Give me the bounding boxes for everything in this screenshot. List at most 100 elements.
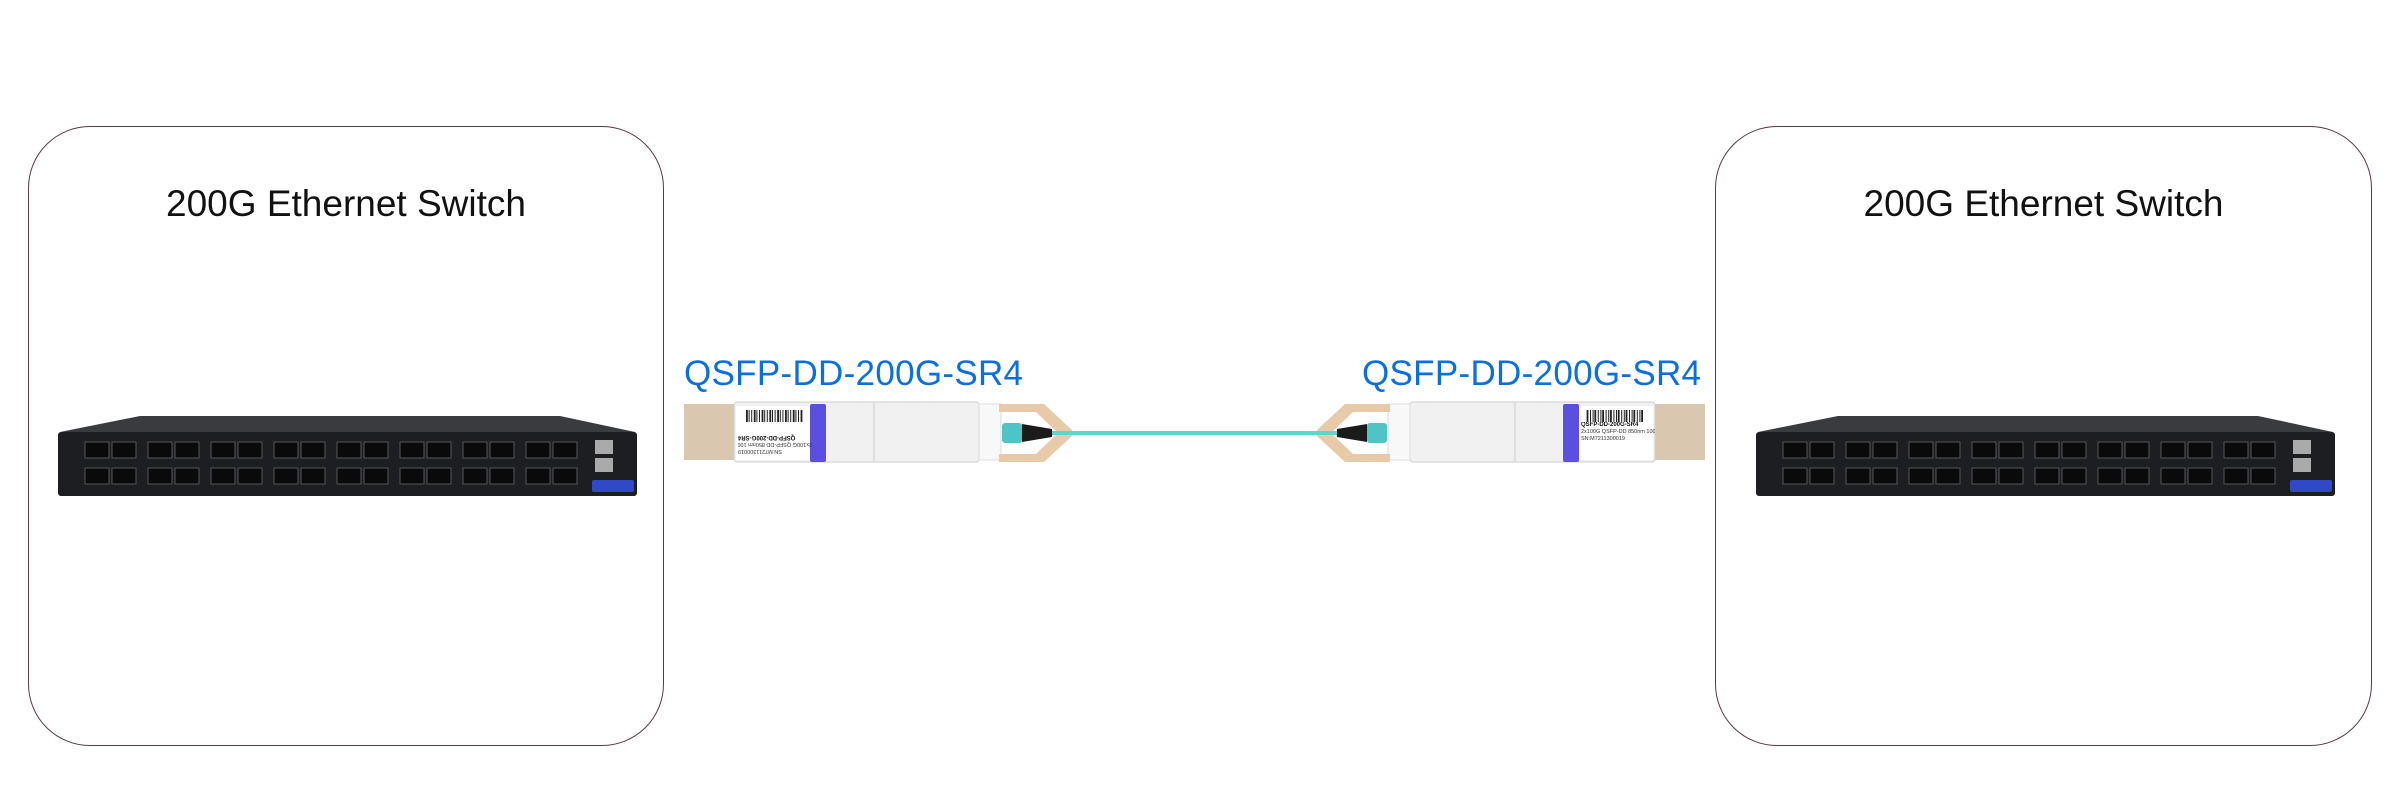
switch-port <box>426 441 452 459</box>
right-module-label: QSFP-DD-200G-SR4 <box>1362 354 1702 393</box>
right-switch-image <box>1756 416 2335 496</box>
barcode-bar <box>751 410 753 422</box>
switch-port <box>2061 467 2087 485</box>
left-switch-title: 200G Ethernet Switch <box>166 183 526 224</box>
switch-port <box>111 467 137 485</box>
right-transceiver <box>1305 401 1705 463</box>
barcode-bar <box>766 410 768 422</box>
barcode-bar <box>1629 410 1630 422</box>
barcode-bar <box>772 410 773 422</box>
switch-port <box>462 441 488 459</box>
barcode-bar <box>764 410 766 422</box>
barcode-bar <box>795 410 797 422</box>
left-transceiver <box>684 401 1084 463</box>
switch-top-panel <box>60 416 635 432</box>
switch-port <box>1845 467 1871 485</box>
switch-port <box>1872 441 1898 459</box>
switch-port <box>489 441 515 459</box>
fiber-cable <box>1070 431 1315 435</box>
barcode-bar <box>774 410 776 422</box>
switch-port <box>237 467 263 485</box>
barcode-bar <box>800 410 803 422</box>
barcode-bar <box>756 410 758 422</box>
switch-port <box>2250 467 2276 485</box>
switch-port <box>1809 441 1835 459</box>
barcode-bar <box>759 410 760 422</box>
cable-boot <box>1022 424 1052 442</box>
barcode-bar <box>1636 410 1638 422</box>
pull-tab <box>1317 404 1390 462</box>
switch-port <box>1935 441 1961 459</box>
barcode-bar <box>1586 410 1589 422</box>
switch-console-port <box>2293 458 2311 472</box>
barcode-bar <box>1616 410 1617 422</box>
left-module-label: QSFP-DD-200G-SR4 <box>684 354 1024 393</box>
switch-port <box>84 441 110 459</box>
barcode-bar <box>1617 410 1620 422</box>
switch-port <box>273 467 299 485</box>
cable-boot <box>1337 424 1367 442</box>
barcode-bar <box>1621 410 1623 422</box>
barcode-bar <box>1641 410 1643 422</box>
switch-port <box>399 441 425 459</box>
barcode-bar <box>798 410 799 422</box>
switch-console-port <box>595 458 613 472</box>
cable-segment <box>1052 431 1084 435</box>
switch-port <box>147 441 173 459</box>
switch-port <box>363 467 389 485</box>
switch-port <box>525 467 551 485</box>
switch-port <box>2223 441 2249 459</box>
mpo-connector <box>1367 423 1387 443</box>
switch-port <box>525 441 551 459</box>
switch-port <box>1998 441 2024 459</box>
barcode-bar <box>785 410 787 422</box>
barcode-bar <box>1600 410 1602 422</box>
barcode-bar <box>1602 410 1604 422</box>
switch-port <box>2061 441 2087 459</box>
switch-port <box>2124 441 2150 459</box>
switch-port <box>1845 441 1871 459</box>
switch-port <box>552 441 578 459</box>
switch-port <box>336 467 362 485</box>
switch-top-panel <box>1758 416 2333 432</box>
switch-port <box>552 467 578 485</box>
switch-port <box>2187 441 2213 459</box>
barcode-bar <box>782 410 784 422</box>
switch-port <box>426 467 452 485</box>
cable-segment <box>1305 431 1337 435</box>
barcode-bar <box>753 410 756 422</box>
barcode-bar <box>792 410 795 422</box>
switch-port <box>2034 467 2060 485</box>
latch-plate <box>978 403 1002 461</box>
switch-port <box>1908 441 1934 459</box>
switch-mgmt-port <box>2293 440 2311 454</box>
switch-port <box>1935 467 1961 485</box>
left-sticker-text: SN:M7211300019 2x100G QSFP-DD 850nm 100m… <box>738 424 812 454</box>
barcode-bar <box>748 410 750 422</box>
barcode-bar <box>1610 410 1612 422</box>
switch-port <box>174 467 200 485</box>
switch-port <box>210 441 236 459</box>
switch-port <box>300 441 326 459</box>
barcode-bar <box>1623 410 1625 422</box>
left-switch-image <box>58 416 637 496</box>
barcode-bar <box>790 410 792 422</box>
barcode-bar <box>1633 410 1636 422</box>
barcode-bar <box>746 410 748 422</box>
switch-port <box>2223 467 2249 485</box>
switch-port <box>2160 441 2186 459</box>
barcode-bar <box>787 410 789 422</box>
switch-port <box>2034 441 2060 459</box>
left-module-part: QSFP-DD-200G-SR4 <box>738 434 796 440</box>
switch-port <box>1971 467 1997 485</box>
barcode-bar <box>777 410 779 422</box>
right-module-desc: 2x100G QSFP-DD 850nm 100m <box>1581 429 1655 435</box>
switch-port <box>2160 467 2186 485</box>
switch-port <box>1782 467 1808 485</box>
switch-port <box>2124 467 2150 485</box>
barcode-bar <box>1590 410 1591 422</box>
switch-port <box>1809 467 1835 485</box>
barcode-bar <box>769 410 772 422</box>
switch-port <box>111 441 137 459</box>
switch-port <box>84 467 110 485</box>
